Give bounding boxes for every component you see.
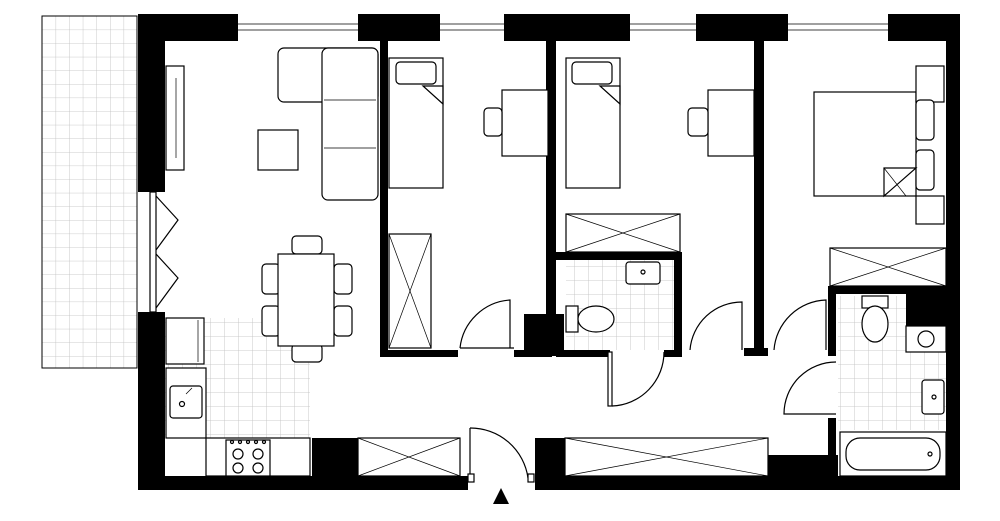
kitchen-sink: [169, 385, 203, 419]
door: [773, 299, 827, 351]
sofa: [277, 47, 379, 201]
bathroom-1: [565, 261, 665, 407]
walls: [138, 14, 960, 490]
balcony-door: [149, 191, 179, 313]
entrance-arrow-icon: [493, 488, 509, 504]
bathroom-sink: [625, 261, 661, 285]
wardrobe: [829, 247, 947, 287]
door: [459, 299, 514, 349]
wardrobe: [388, 233, 432, 349]
bathtub: [839, 431, 947, 477]
door: [607, 351, 665, 407]
wardrobe: [565, 213, 681, 253]
bathroom-sink: [921, 379, 945, 415]
wardrobe: [564, 437, 769, 477]
desk: [483, 89, 549, 157]
door: [689, 301, 743, 351]
bathroom-2: [783, 295, 947, 477]
double-bed: [813, 65, 945, 225]
toilet: [861, 295, 889, 343]
entrance-door: [467, 427, 535, 483]
washing-machine: [905, 325, 947, 353]
living-room: [165, 47, 379, 363]
balcony: [41, 15, 138, 369]
toilet: [565, 305, 615, 333]
windows: [238, 23, 888, 31]
door: [783, 361, 837, 415]
bedroom-3: [773, 65, 947, 351]
dining-table: [261, 235, 353, 363]
coffee-table: [257, 129, 299, 171]
desk: [687, 89, 755, 157]
kitchen: [165, 317, 311, 477]
hallway: [357, 427, 769, 483]
bedroom-1: [388, 57, 549, 349]
stove: [225, 439, 271, 477]
bedroom-2: [565, 57, 755, 351]
bed: [388, 57, 444, 189]
wardrobe: [357, 437, 461, 477]
bed: [565, 57, 621, 189]
